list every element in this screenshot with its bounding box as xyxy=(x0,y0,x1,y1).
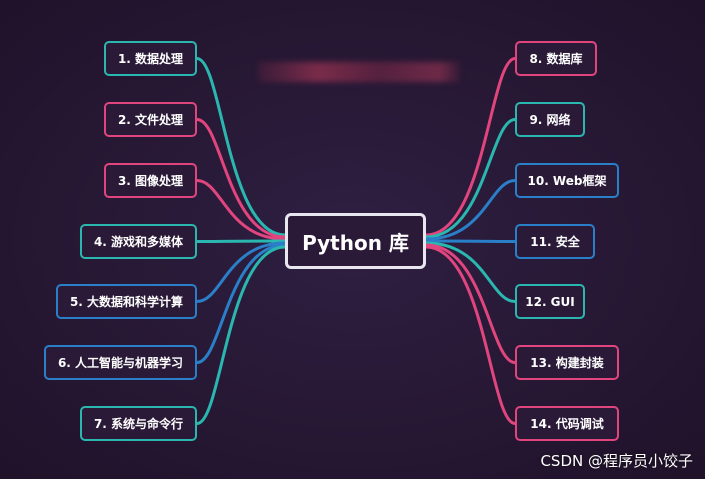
node-label: 1. 数据处理 xyxy=(117,52,184,66)
connector-line xyxy=(424,243,517,364)
connector-line xyxy=(424,245,517,425)
node-label: 7. 系统与命令行 xyxy=(93,417,184,431)
connector-line xyxy=(195,243,287,364)
node-ai-ml[interactable]: 6. 人工智能与机器学习 xyxy=(44,345,197,380)
node-gui[interactable]: 12. GUI xyxy=(515,284,585,319)
connector-line xyxy=(195,241,287,303)
node-network[interactable]: 9. 网络 xyxy=(515,102,585,137)
node-build-package[interactable]: 13. 构建封装 xyxy=(515,345,619,380)
node-label: 11. 安全 xyxy=(530,235,580,249)
node-label: 3. 图像处理 xyxy=(117,174,184,188)
node-label: 10. Web框架 xyxy=(527,174,607,188)
node-label: 13. 构建封装 xyxy=(530,356,604,370)
node-label: 6. 人工智能与机器学习 xyxy=(57,356,184,370)
connector-line xyxy=(424,239,517,243)
node-bigdata-science[interactable]: 5. 大数据和科学计算 xyxy=(56,284,197,319)
connector-line xyxy=(424,179,517,241)
node-security[interactable]: 11. 安全 xyxy=(515,224,595,259)
node-games-multimedia[interactable]: 4. 游戏和多媒体 xyxy=(80,224,197,259)
center-node-label: Python 库 xyxy=(302,230,409,255)
node-label: 5. 大数据和科学计算 xyxy=(69,295,184,309)
node-web-framework[interactable]: 10. Web框架 xyxy=(515,163,619,198)
node-label: 14. 代码调试 xyxy=(530,417,604,431)
connector-line xyxy=(424,57,517,237)
node-label: 4. 游戏和多媒体 xyxy=(93,235,184,249)
connector-line xyxy=(195,179,287,241)
node-label: 12. GUI xyxy=(525,294,575,309)
connector-line xyxy=(424,118,517,239)
connector-line xyxy=(195,239,287,243)
center-node[interactable]: Python 库 xyxy=(285,213,426,269)
node-debugging[interactable]: 14. 代码调试 xyxy=(515,406,619,441)
node-label: 9. 网络 xyxy=(529,113,571,127)
node-label: 2. 文件处理 xyxy=(117,113,184,127)
blurred-redaction xyxy=(258,62,460,82)
node-system-cli[interactable]: 7. 系统与命令行 xyxy=(80,406,197,441)
node-label: 8. 数据库 xyxy=(529,52,583,66)
node-image-processing[interactable]: 3. 图像处理 xyxy=(104,163,197,198)
watermark: CSDN @程序员小饺子 xyxy=(540,452,693,470)
connector-line xyxy=(195,245,287,425)
node-file-processing[interactable]: 2. 文件处理 xyxy=(104,102,197,137)
node-database[interactable]: 8. 数据库 xyxy=(515,41,597,76)
connector-line xyxy=(195,57,287,237)
node-data-processing[interactable]: 1. 数据处理 xyxy=(104,41,197,76)
connector-line xyxy=(195,118,287,239)
connector-line xyxy=(424,241,517,303)
